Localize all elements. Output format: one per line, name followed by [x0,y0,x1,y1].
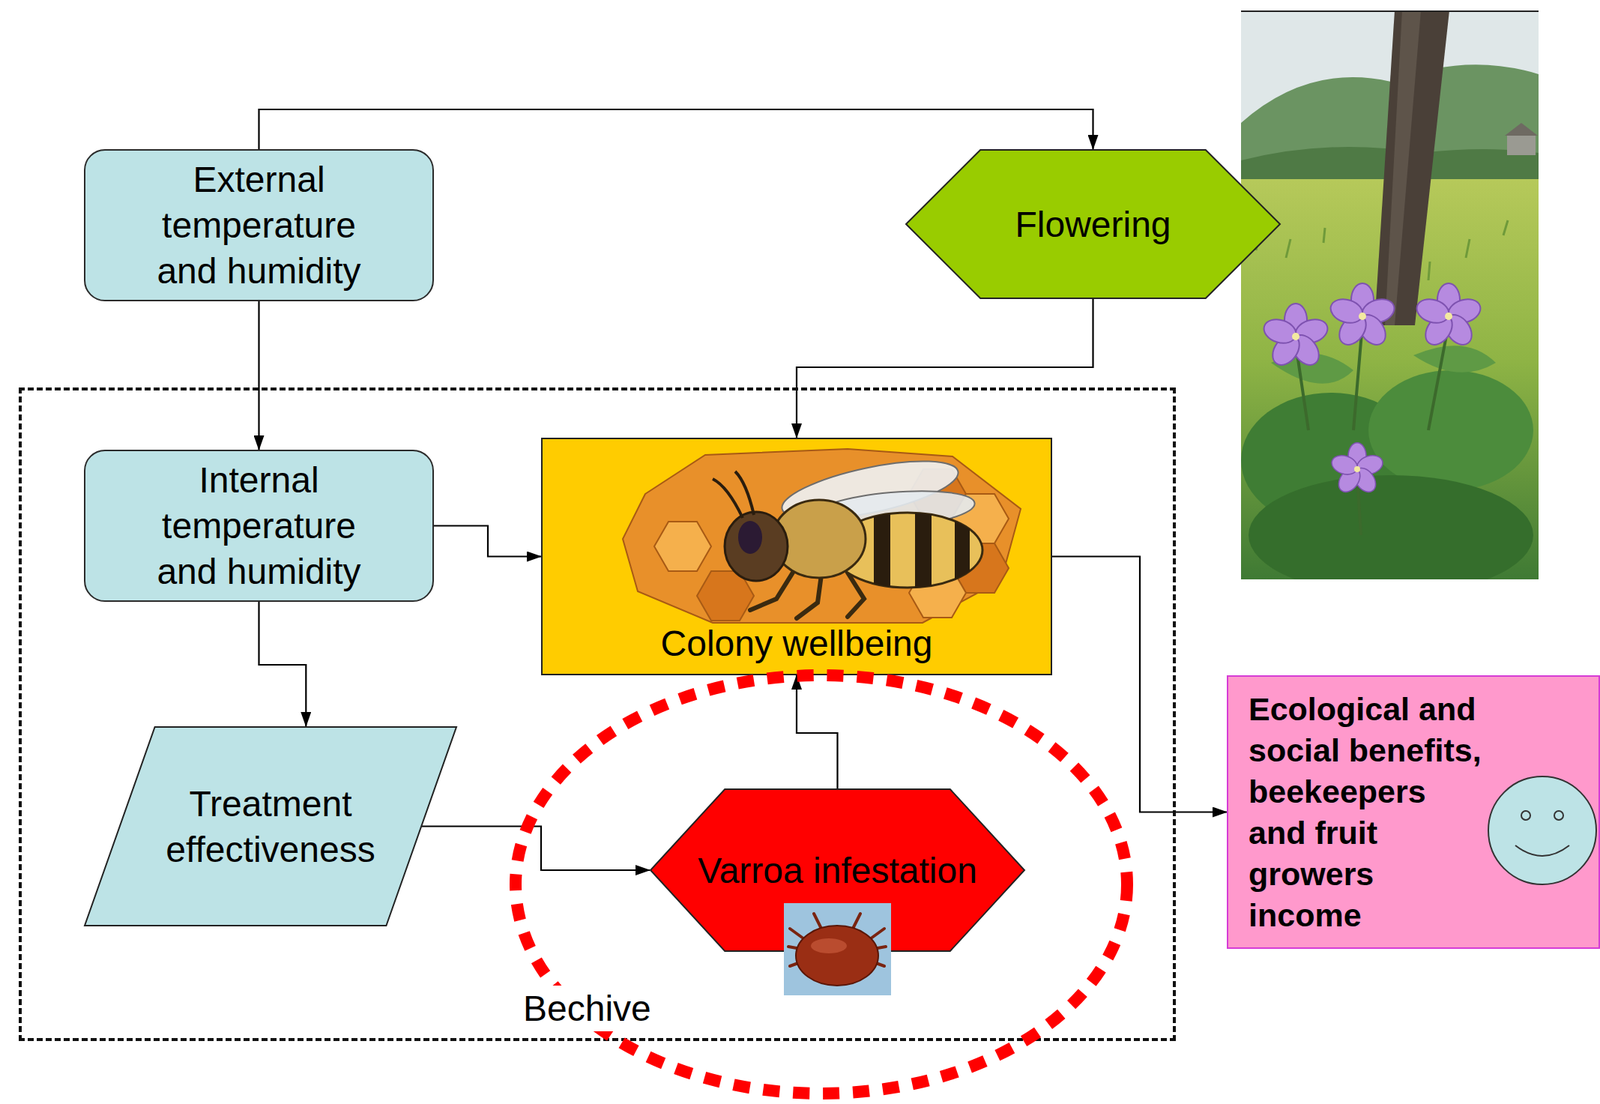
bee-illustration [738,520,763,554]
varroa-mite-photo [783,903,892,996]
bee-illustration [915,508,932,592]
meadow-photo [1260,303,1331,371]
bee-illustration [654,521,712,572]
meadow-photo [1329,442,1385,497]
climate-box: Internal temperature and humidity [83,449,434,602]
bee-illustration [808,485,976,536]
colony-box: Colony wellbeing [541,437,1053,676]
parallelogram-outline [83,726,458,927]
bee-illustration [750,568,865,619]
shape-fill [650,789,1025,952]
smiley-face [1488,776,1597,885]
shape-fill [84,726,457,926]
meadow-photo [1327,283,1397,350]
meadow-photo [1354,466,1361,473]
varroa-mite-photo [788,913,886,966]
meadow-photo [1374,10,1450,326]
smiley-face [1521,810,1531,820]
climate-box: External temperature and humidity [83,149,434,302]
node-label: Ecological and social benefits, beekeepe… [1248,688,1485,937]
meadow-photo [1444,312,1453,320]
meadow-photo [1260,283,1484,497]
bee-illustration [832,512,983,588]
arrow-connector [796,675,838,789]
bee-illustration [951,543,1009,593]
flowering-hexagon: Flowering [905,149,1281,300]
smiley-face [1554,810,1564,820]
bee-illustration [724,511,788,581]
varroa-mite-photo [810,938,847,954]
bee-illustration [909,568,966,618]
arrow-connector [259,601,307,727]
meadow-photo [1260,315,1299,347]
bee-illustration [954,508,970,592]
frame-label: Bechive [518,985,656,1032]
meadow-photo [1358,312,1367,320]
node-label: External temperature and humidity [131,156,387,294]
smiley-face [1488,776,1597,885]
bee-illustration [873,508,891,592]
bee-illustration [873,508,970,592]
bee-illustration [909,469,966,519]
meadow-photo [1368,370,1534,491]
bee-illustration [712,471,754,518]
arrow-connector [259,109,1094,150]
meadow-photo [1329,452,1361,479]
focus-ellipse [515,675,1128,1094]
node-label: Varroa infestation [697,847,978,894]
meadow-photo [1291,312,1453,473]
arrow-connector [796,299,1094,438]
varroa-mite-photo [795,925,879,986]
treatment-parallelogram: Treatment effectiveness [83,726,458,927]
bee-illustration [696,571,754,621]
bee-illustration [951,493,1009,544]
meadow-photo [1248,475,1534,580]
smiley-face [1515,845,1570,856]
node-label: Internal temperature and humidity [131,457,387,595]
bee-illustration [622,448,1021,623]
arrow-connector [257,301,260,450]
bee-illustration [777,449,963,532]
bee-illustration [772,499,866,578]
varroa-mite-photo [783,903,892,996]
node-label: Treatment effectiveness [143,780,398,873]
meadow-photo [1327,295,1366,327]
bee-illustration [622,448,1021,623]
meadow-photo [1413,283,1484,350]
beehive-frame: Bechive Internal temperature and humidity… [18,387,1176,1041]
shape-fill [906,149,1280,299]
meadow-photo [1504,122,1538,136]
meadow-photo [1241,10,1539,580]
arrow-connector [1052,556,1227,813]
meadow-photo [1241,10,1539,12]
meadow-photo [1413,295,1452,327]
meadow-photo [1507,134,1536,156]
benefit-box: Ecological and social benefits, beekeepe… [1226,675,1600,949]
arrow-connector [421,826,650,871]
meadow-photo [1291,332,1300,341]
node-label: Flowering [1014,201,1171,248]
node-label: Colony wellbeing [660,620,934,667]
meadow-photo [1384,10,1421,326]
arrow-connector [433,526,542,557]
varroa-hexagon: Varroa infestation [649,788,1026,952]
